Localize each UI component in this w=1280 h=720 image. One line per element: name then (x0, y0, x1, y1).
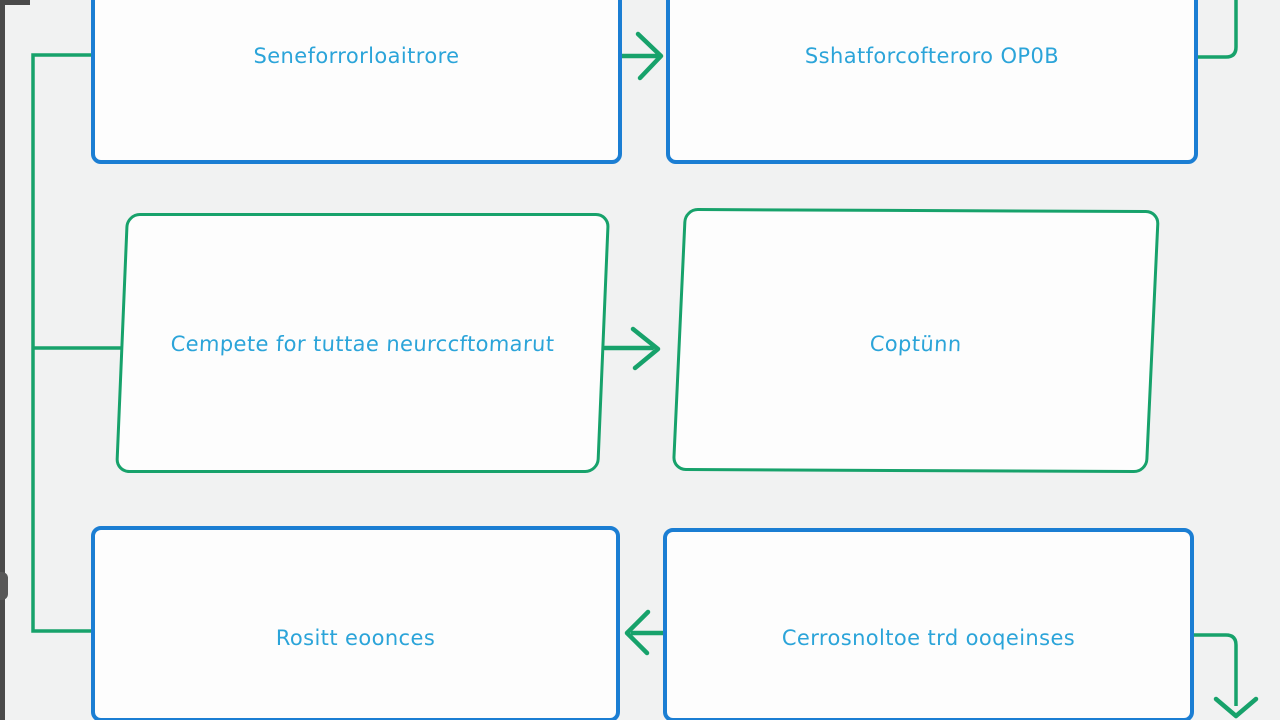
node-top-right: Sshatforcofteroro OP0B (666, 0, 1198, 164)
screen-edge-left (0, 0, 5, 720)
node-bottom-right: Cerrosnoltoe trd ooqeinses (663, 528, 1194, 720)
node-label: Sshatforcofteroro OP0B (804, 44, 1060, 68)
node-top-left: Seneforrorloaitrore (91, 0, 622, 164)
connector-bottom-right-elbow (1192, 633, 1238, 706)
node-label: Coptünn (869, 331, 963, 357)
connector-left-spine (31, 53, 93, 633)
node-label: Cerrosnoltoe trd ooqeinses (781, 626, 1076, 650)
screen-edge-top-left (0, 0, 30, 5)
arrow-right-top-icon (619, 31, 664, 81)
node-label: Seneforrorloaitrore (253, 44, 460, 68)
connector-top-right-elbow (1198, 0, 1238, 59)
node-mid-right: Coptünn (671, 208, 1160, 474)
arrow-down-exit-icon (1213, 696, 1259, 719)
node-bottom-left: Rositt eoonces (91, 526, 620, 720)
node-mid-left: Cempete for tuttae neurccftomarut (115, 213, 610, 473)
arrow-right-middle-icon (602, 326, 661, 371)
node-label: Cempete for tuttae neurccftomarut (170, 332, 555, 356)
arrow-left-bottom-icon (624, 609, 666, 656)
node-label: Rositt eoonces (275, 626, 436, 650)
screen-edge-smudge (0, 572, 8, 600)
